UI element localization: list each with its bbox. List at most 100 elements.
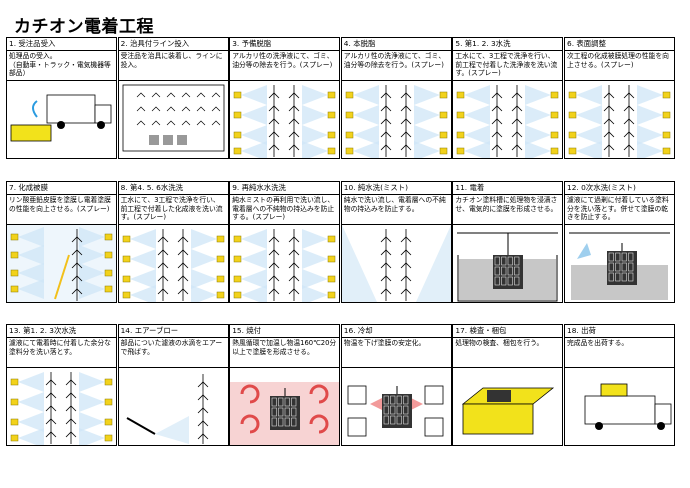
process-step-card: 16. 冷却物温を下げ塗膜の安定化。	[340, 324, 452, 446]
spray-cone-icon	[241, 85, 268, 105]
wheel-icon	[97, 121, 105, 129]
part-icon	[492, 131, 503, 138]
spray-cone-icon	[129, 249, 156, 269]
spray-cone-icon	[190, 229, 217, 249]
step-description: リン酸亜鉛皮膜を塗膜し電着塗膜の性能を向上させる。(スプレー)	[7, 195, 116, 225]
process-row: 7. 化成被膜リン酸亜鉛皮膜を塗膜し電着塗膜の性能を向上させる。(スプレー)8.…	[6, 181, 675, 303]
spray-nozzle-icon	[10, 434, 19, 442]
spray-nozzle-icon	[216, 255, 224, 263]
part-icon	[71, 275, 83, 282]
spray-nozzle-icon	[439, 147, 448, 155]
spray-cone-icon	[18, 279, 44, 299]
spray-cone-icon	[79, 428, 105, 445]
part-icon	[157, 262, 168, 269]
spray-nozzle-icon	[439, 131, 448, 139]
spray-cone-icon	[302, 249, 329, 269]
truck-cab-icon	[654, 403, 672, 425]
part-icon	[400, 249, 412, 256]
process-row: 13. 第1. 2. 3次水洗濾液にて電着時に付着した余分な塗料分を洗い落とす。…	[6, 324, 675, 446]
spray-cone-icon	[637, 105, 663, 125]
step-title: 5. 第1. 2. 3水洗	[453, 38, 563, 51]
step-description: 完成品を出荷する。	[565, 338, 674, 368]
truck-cab-icon	[94, 104, 112, 124]
part-icon	[603, 131, 615, 138]
spray-nozzle-icon	[233, 147, 242, 155]
spray-cone-icon	[637, 125, 663, 145]
spray-cone-icon	[241, 269, 268, 289]
spray-cone-icon	[302, 269, 329, 289]
heat-arrow-icon	[240, 414, 260, 434]
part-icon	[71, 262, 83, 269]
part-icon	[45, 431, 57, 438]
part-icon	[288, 249, 300, 256]
spray-nozzle-icon	[327, 275, 336, 283]
step-illustration	[230, 81, 339, 158]
part-icon	[380, 236, 392, 243]
spray-nozzle-icon	[10, 378, 19, 386]
spray-nozzle-icon	[568, 111, 577, 119]
spray-cone-icon	[413, 85, 440, 105]
spray-nozzle-icon	[104, 285, 113, 293]
part-icon	[512, 144, 523, 151]
step-description: アルカリ性の洗浄液にて、ゴミ、油分等の除去を行う。(スプレー)	[230, 51, 340, 81]
step-illustration	[453, 368, 562, 445]
spray-cone-icon	[637, 141, 663, 158]
part-icon	[288, 92, 300, 99]
process-row: 1. 受注品受入処理品の受入。 （自動車・トラック・電気機器等部品）2. 治具付…	[6, 37, 675, 159]
spray-cone-icon	[525, 125, 552, 145]
part-icon	[157, 249, 168, 256]
parts-box-icon	[600, 383, 628, 397]
part-icon	[380, 92, 392, 99]
fan-icon	[347, 417, 367, 437]
step-illustration	[565, 368, 674, 445]
part-icon	[603, 92, 615, 99]
spray-nozzle-icon	[327, 111, 336, 119]
part-icon	[71, 288, 83, 295]
part-icon	[268, 275, 280, 282]
spray-nozzle-icon	[345, 147, 354, 155]
arrow-icon	[577, 243, 591, 259]
process-step-card: 12. 0次水洗(ミスト)濾液にて過剰に付着している塗料分を洗い落とす。併せて塗…	[564, 181, 675, 303]
step-description: 純水で洗い流し、電着層への不純物の持込みを防止する。	[341, 195, 451, 225]
spray-nozzle-icon	[568, 131, 577, 139]
spray-nozzle-icon	[327, 147, 336, 155]
spray-nozzle-icon	[551, 147, 559, 155]
spray-nozzle-icon	[551, 91, 559, 99]
part-icon	[197, 394, 208, 401]
step-illustration	[453, 225, 562, 302]
spray-cone-icon	[79, 227, 105, 247]
step-title: 15. 焼付	[230, 325, 340, 338]
part-icon	[166, 92, 175, 98]
part-icon	[288, 118, 300, 125]
wheel-icon	[57, 121, 65, 129]
spray-cone-icon	[352, 125, 379, 145]
part-icon	[288, 131, 300, 138]
part-icon	[400, 92, 412, 99]
wheel-icon	[657, 422, 665, 430]
heat-arrow-icon	[309, 414, 329, 434]
step-title: 12. 0次水洗(ミスト)	[565, 182, 674, 195]
step-title: 17. 検査・梱包	[453, 325, 563, 338]
spray-nozzle-icon	[233, 255, 242, 263]
heat-arrow-icon	[309, 384, 329, 404]
spray-cone-icon	[241, 285, 268, 302]
spray-cone-icon	[464, 141, 491, 158]
part-icon	[380, 249, 392, 256]
spray-cone-icon	[352, 105, 379, 125]
process-step-card: 9. 再純水水洗洗純水ミストの再利用で洗い流し、電着層への不純物の持込みを防止す…	[229, 181, 341, 303]
part-icon	[177, 275, 188, 282]
part-icon	[623, 92, 635, 99]
truck-body-icon	[584, 395, 656, 425]
spray-nozzle-icon	[233, 91, 242, 99]
part-icon	[288, 236, 300, 243]
jig-frame-icon	[122, 84, 224, 152]
spray-nozzle-icon	[104, 269, 113, 277]
arrow-icon	[410, 398, 423, 410]
step-title: 11. 電着	[453, 182, 563, 195]
spray-nozzle-icon	[568, 147, 577, 155]
part-icon	[181, 106, 190, 112]
spray-cone-icon	[190, 269, 217, 289]
spray-cone-icon	[18, 372, 44, 392]
step-description: 純水ミストの再利用で洗い流し、電着層への不純物の持込みを防止する。(スプレー)	[230, 195, 340, 225]
spray-nozzle-icon	[104, 233, 113, 241]
